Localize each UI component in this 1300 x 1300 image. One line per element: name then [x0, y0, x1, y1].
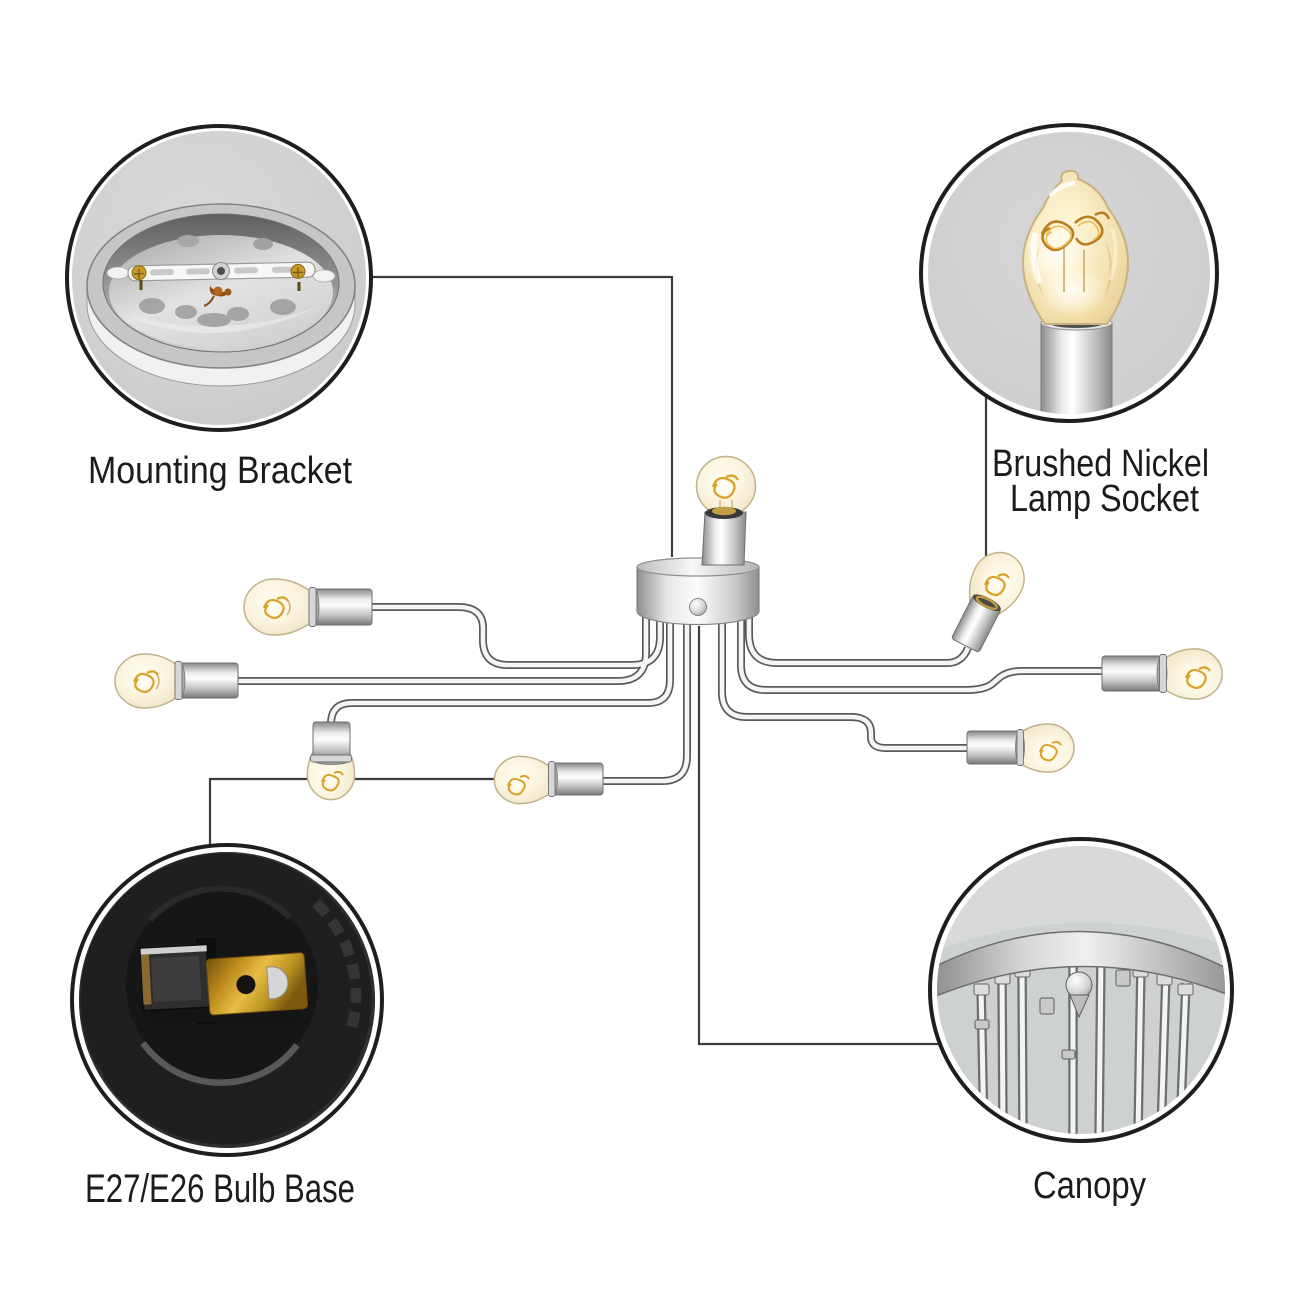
svg-text:Brushed Nickel: Brushed Nickel — [992, 443, 1209, 485]
svg-text:Lamp Socket: Lamp Socket — [1010, 478, 1199, 520]
svg-text:Mounting Bracket: Mounting Bracket — [88, 450, 352, 492]
svg-text:E27/E26 Bulb Base: E27/E26 Bulb Base — [85, 1167, 355, 1211]
svg-text:Canopy: Canopy — [1033, 1165, 1146, 1207]
